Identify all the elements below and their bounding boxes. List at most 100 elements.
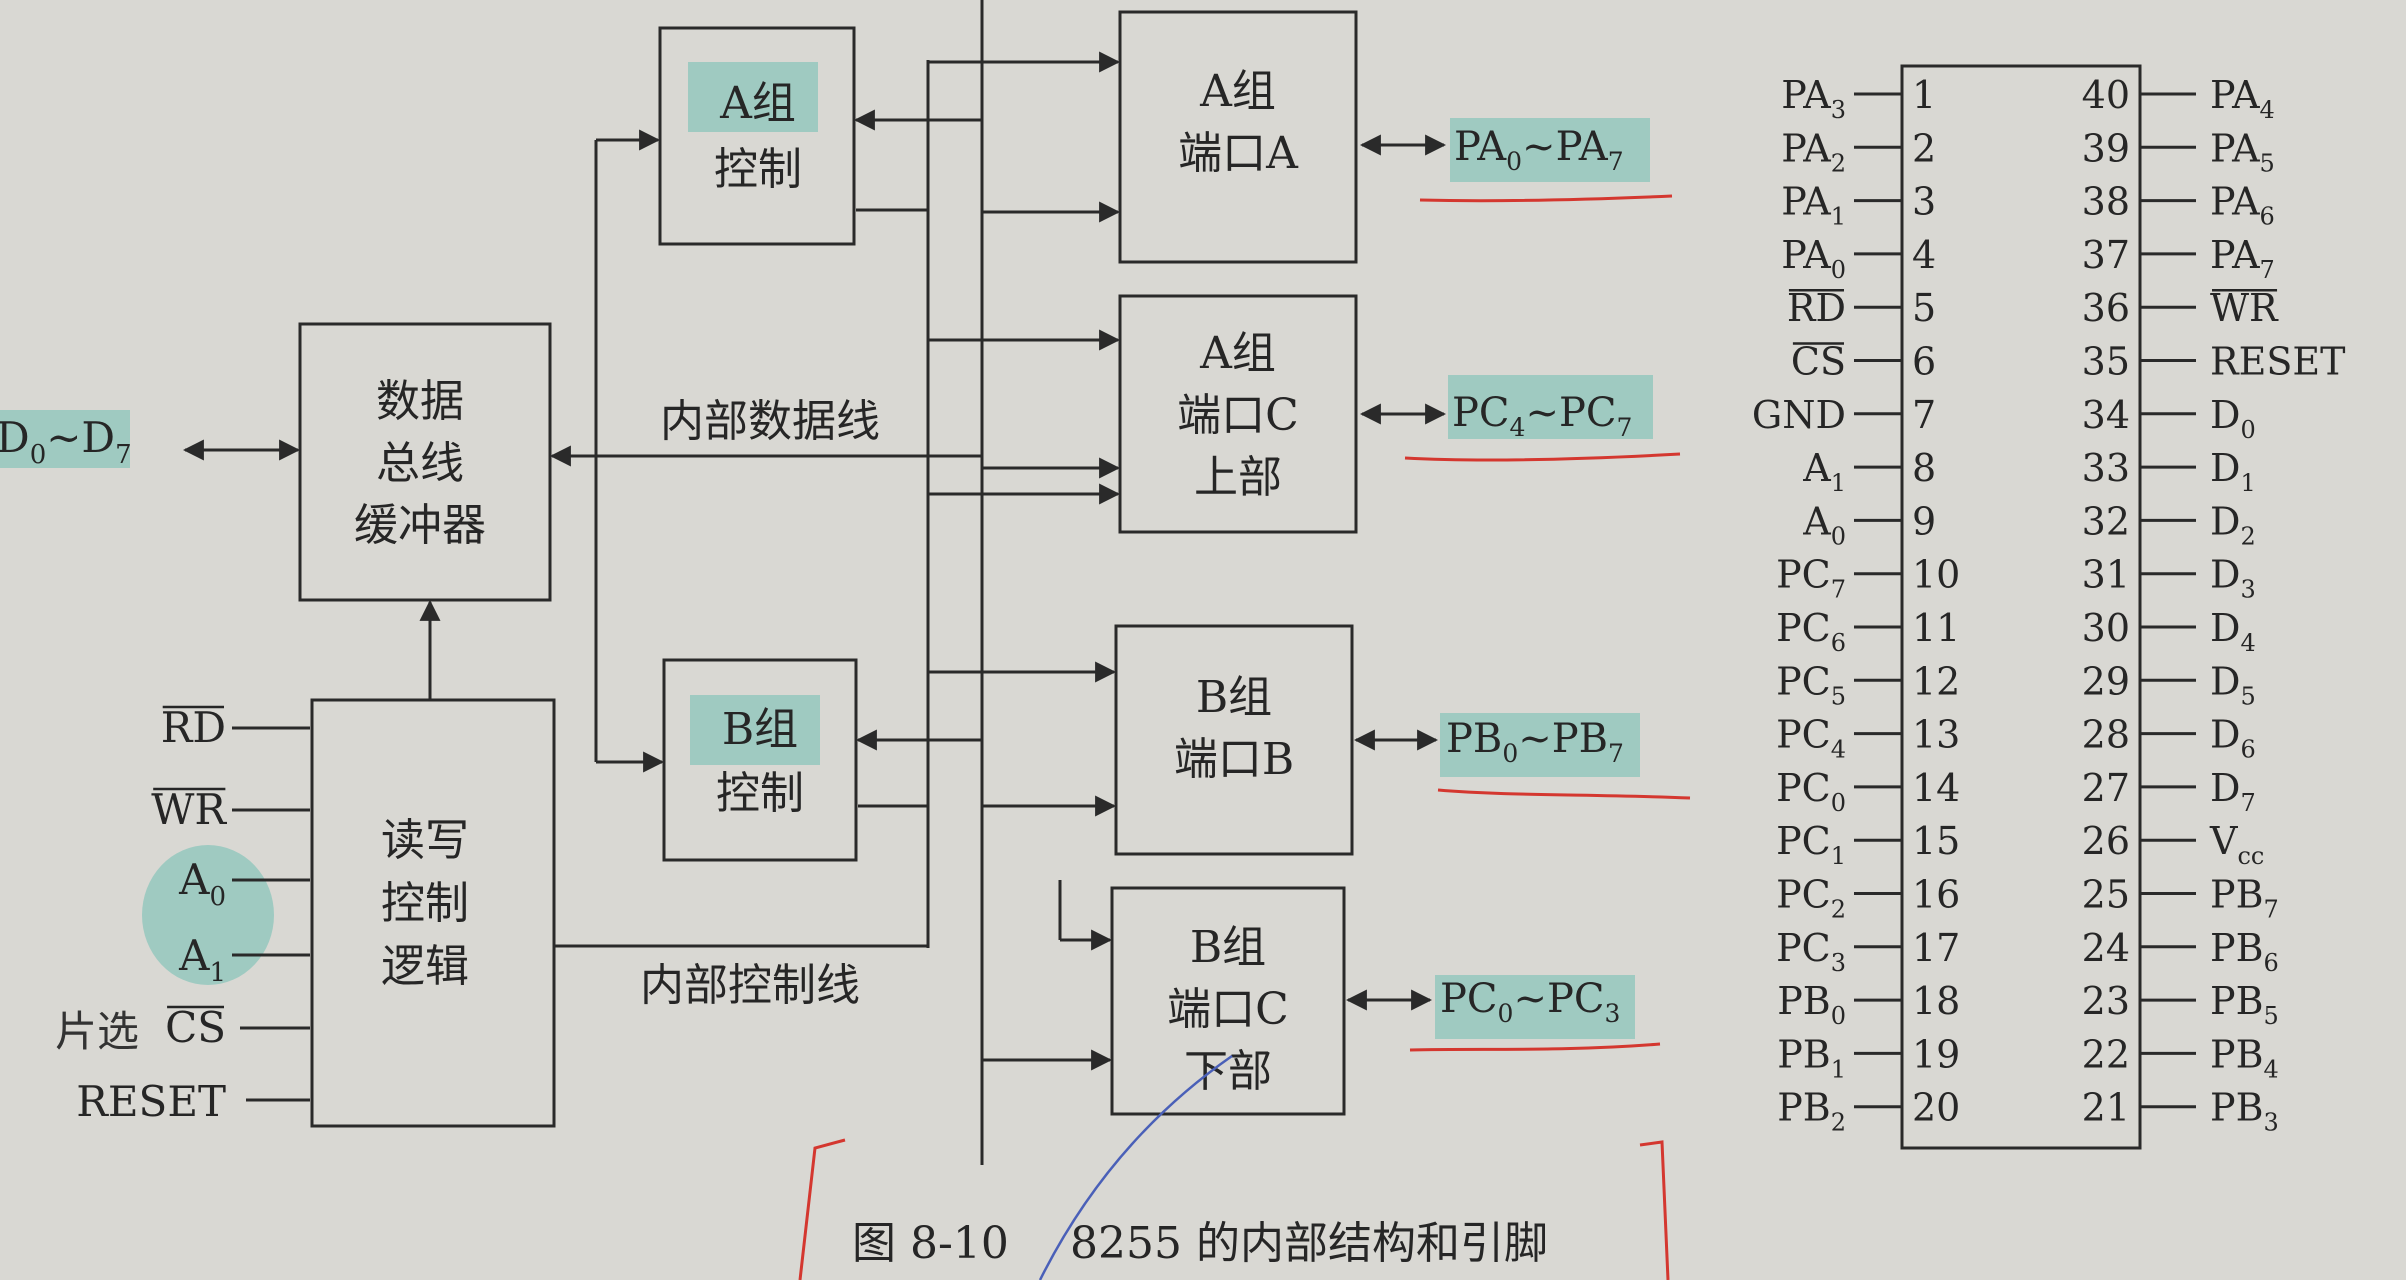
- port-c-lower-label-3: 下部: [1184, 1046, 1272, 1097]
- group-a-control-block: A组 控制: [658, 26, 856, 246]
- pin-3-number: 3: [1912, 180, 1936, 224]
- pin-15-number: 15: [1912, 819, 1960, 863]
- pin-12-number: 12: [1912, 659, 1960, 703]
- pin-40-number: 40: [2082, 73, 2130, 117]
- port-c-lower-label-1: B组: [1190, 922, 1266, 973]
- pin-27-number: 27: [2082, 766, 2130, 810]
- pin-7-number: 7: [1912, 393, 1936, 437]
- pin-24-number: 24: [2082, 926, 2130, 970]
- pin-13-number: 13: [1912, 713, 1960, 757]
- pin-23-number: 23: [2082, 979, 2130, 1023]
- figure-number: 图 8-10: [852, 1218, 1009, 1269]
- group-a-port-a-block: A组 端口A: [1118, 10, 1358, 264]
- chip-body: [1900, 64, 2142, 1150]
- pin-6-name: CS: [1791, 340, 1846, 384]
- figure-title: 8255 的内部结构和引脚: [1070, 1218, 1548, 1269]
- data-bus-buffer-block: 数据 总线 缓冲器: [298, 322, 552, 602]
- port-c-lower-label-2: 端口C: [1167, 984, 1289, 1035]
- rw-input-rd: RD: [161, 703, 226, 752]
- pin-diagram: 1PA32PA23PA14PA05RD6CS7GND8A19A010PC711P…: [1752, 64, 2346, 1150]
- rw-input-wr: WR: [151, 785, 227, 834]
- pin-28-number: 28: [2082, 713, 2130, 757]
- pin-29-name: D5: [2210, 659, 2256, 710]
- pin-16-number: 16: [1912, 873, 1960, 917]
- pins-left: 1PA32PA23PA14PA05RD6CS7GND8A19A010PC711P…: [1752, 73, 1960, 1137]
- pin-13-name: PC4: [1776, 713, 1846, 764]
- pin-18-number: 18: [1912, 979, 1960, 1023]
- pin-38-name: PA6: [2210, 180, 2275, 231]
- rw-logic-label-2: 控制: [381, 878, 469, 929]
- pin-8-number: 8: [1912, 446, 1936, 490]
- pin-34-number: 34: [2082, 393, 2130, 437]
- pin-5-number: 5: [1912, 286, 1936, 330]
- pin-26-name: Vcc: [2209, 819, 2264, 870]
- pin-31-number: 31: [2082, 553, 2130, 597]
- pin-4-name: PA0: [1781, 233, 1846, 284]
- rw-input-reset: RESET: [76, 1077, 226, 1126]
- pin-31-name: D3: [2210, 553, 2256, 604]
- port-a-label-2: 端口A: [1178, 128, 1299, 179]
- rw-logic-label-3: 逻辑: [381, 941, 469, 992]
- group-b-port-b-block: B组 端口B: [1114, 624, 1354, 856]
- pin-5-name: RD: [1787, 286, 1846, 330]
- data-bus-label: D0~D7: [0, 413, 132, 470]
- data-bus-buffer-label-1: 数据: [376, 376, 464, 427]
- rw-input-cs: CS: [165, 1003, 226, 1052]
- pin-24-name: PB6: [2210, 926, 2279, 977]
- pin-8-name: A1: [1802, 446, 1846, 497]
- pin-2-number: 2: [1912, 126, 1936, 170]
- pin-33-name: D1: [2210, 446, 2256, 497]
- data-bus-buffer-label-2: 总线: [376, 438, 464, 489]
- group-b-control-label-2: 控制: [716, 768, 804, 819]
- port-a-label-1: A组: [1199, 66, 1276, 117]
- group-b-control-label-1: B组: [722, 704, 798, 755]
- pin-40-name: PA4: [2210, 73, 2275, 124]
- pin-6-number: 6: [1912, 340, 1936, 384]
- internal-data-bus-label: 内部数据线: [660, 396, 880, 447]
- pin-38-number: 38: [2082, 180, 2130, 224]
- rw-logic-block: 读写 控制 逻辑: [310, 698, 556, 1128]
- data-bus-buffer-label-3: 缓冲器: [354, 500, 486, 551]
- pin-1-name: PA3: [1781, 73, 1846, 124]
- pin-36-name: WR: [2210, 286, 2279, 330]
- port-b-label-2: 端口B: [1174, 734, 1294, 785]
- pin-37-number: 37: [2082, 233, 2130, 277]
- rw-logic-label-1: 读写: [381, 815, 469, 866]
- pin-3-name: PA1: [1781, 180, 1846, 231]
- pin-30-number: 30: [2082, 606, 2130, 650]
- pin-4-number: 4: [1912, 233, 1936, 277]
- group-b-port-c-lower-block: B组 端口C 下部: [1110, 886, 1346, 1116]
- handwritten-chip-select-note: 片选: [55, 1007, 139, 1056]
- rw-input-a1: A1: [178, 931, 226, 988]
- pin-18-name: PB0: [1777, 979, 1846, 1030]
- pin-29-number: 29: [2082, 659, 2130, 703]
- pin-1-number: 1: [1912, 73, 1936, 117]
- pin-20-number: 20: [1912, 1086, 1960, 1130]
- signal-labels: D0~D7PA0~PA7PC4~PC7PB0~PB7PC0~PC3RDWRA0A…: [0, 124, 1632, 1126]
- group-a-control-label-1: A组: [719, 78, 796, 129]
- pin-33-number: 33: [2082, 446, 2130, 490]
- pin-36-number: 36: [2082, 286, 2130, 330]
- pin-15-name: PC1: [1776, 819, 1846, 870]
- pin-2-name: PA2: [1781, 126, 1846, 177]
- pin-19-name: PB1: [1777, 1032, 1846, 1083]
- port-output-label-0: PA0~PA7: [1454, 124, 1624, 176]
- pin-10-name: PC7: [1776, 553, 1846, 604]
- port-c-upper-label-3: 上部: [1194, 452, 1282, 503]
- pin-10-number: 10: [1912, 553, 1960, 597]
- pin-23-name: PB5: [2210, 979, 2279, 1030]
- pin-34-name: D0: [2210, 393, 2256, 444]
- pin-11-name: PC6: [1776, 606, 1846, 657]
- port-output-label-3: PC0~PC3: [1440, 976, 1620, 1028]
- pin-22-name: PB4: [2210, 1032, 2279, 1083]
- pin-16-name: PC2: [1776, 873, 1846, 924]
- pin-30-name: D4: [2210, 606, 2256, 657]
- group-a-port-c-upper-block: A组 端口C 上部: [1118, 294, 1358, 534]
- pin-35-name: RESET: [2210, 340, 2345, 384]
- pin-17-number: 17: [1912, 926, 1960, 970]
- pin-39-number: 39: [2082, 126, 2130, 170]
- pin-32-name: D2: [2210, 499, 2256, 550]
- port-output-label-2: PB0~PB7: [1446, 716, 1624, 768]
